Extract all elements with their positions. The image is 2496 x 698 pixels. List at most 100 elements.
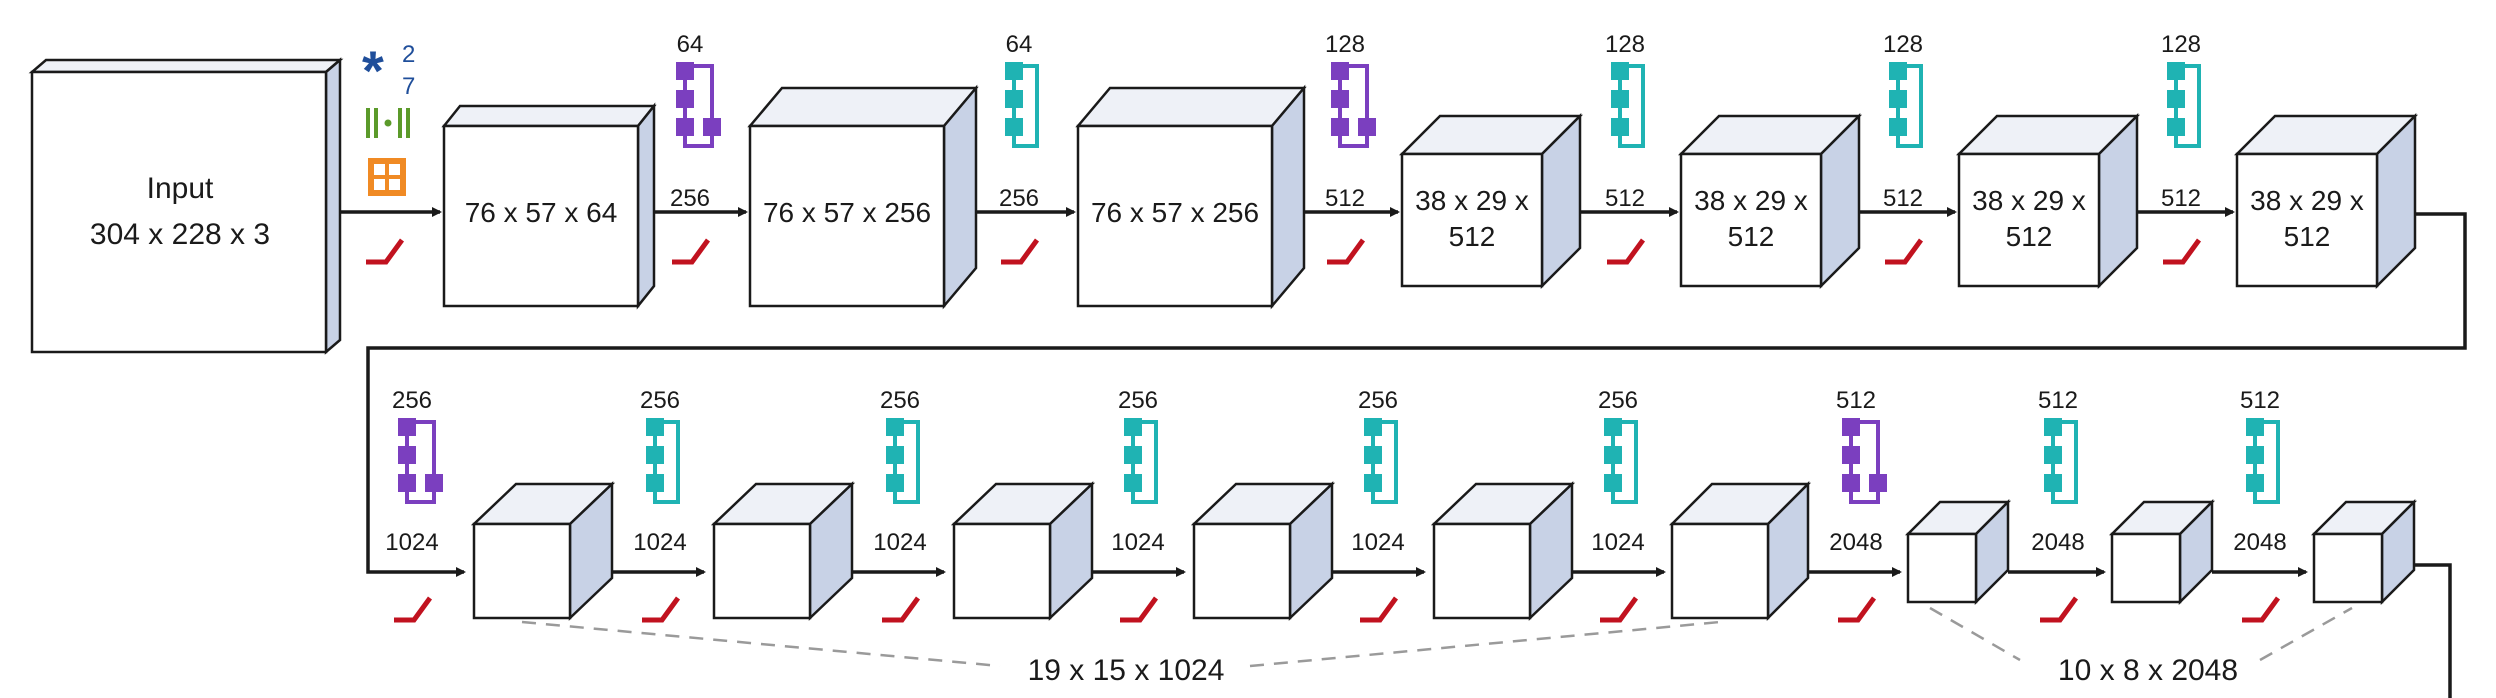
conv-unit-icon (646, 446, 664, 464)
conv-unit-icon (646, 418, 664, 436)
projection-unit-icon (703, 118, 721, 136)
conv-unit-icon (398, 446, 416, 464)
conv-unit-icon (1604, 446, 1622, 464)
conv-unit-icon (1331, 118, 1349, 136)
feature-map-label: 38 x 29 x (1972, 185, 2086, 216)
block-channels-in: 256 (1358, 387, 1398, 414)
relu-icon (2163, 238, 2202, 265)
feature-map-label: 512 (2006, 221, 2053, 252)
skip-connection (1349, 64, 1369, 120)
conv-unit-icon (2167, 118, 2185, 136)
skip-connection (694, 64, 714, 120)
conv-unit-icon (2167, 90, 2185, 108)
flow-lines (330, 207, 2467, 698)
block-channels-out: 1024 (873, 529, 926, 556)
block-channels-in: 512 (1836, 387, 1876, 414)
feature-map-r2-8 (2108, 498, 2216, 606)
skip-merge (405, 492, 436, 504)
feature-map-r2-3 (950, 481, 1096, 621)
conv-unit-icon (1611, 118, 1629, 136)
block-channels-in: 128 (1883, 31, 1923, 58)
input-dimensions: 304 x 228 x 3 (90, 218, 270, 251)
relu-icon (642, 596, 681, 623)
feature-map-r2-7 (1904, 498, 2012, 606)
block-channels-out: 1024 (1351, 529, 1404, 556)
conv-unit-icon (2044, 446, 2062, 464)
conv-unit-icon (1364, 418, 1382, 436)
conv-kernel-subscript: 7 (402, 73, 415, 100)
conv-unit-icon (1124, 474, 1142, 492)
feature-map-label: 76 x 57 x 256 (1091, 197, 1259, 228)
input-label: Input (147, 172, 214, 205)
skip-connection (1618, 64, 1645, 148)
block-channels-out: 1024 (1111, 529, 1164, 556)
conv-unit-icon (398, 418, 416, 436)
block-channels-out: 1024 (385, 529, 438, 556)
conv-unit-icon (1842, 474, 1860, 492)
conv-unit-icon (676, 62, 694, 80)
skip-connection (416, 420, 436, 476)
relu-icon (1838, 596, 1877, 623)
block-channels-in: 512 (2240, 387, 2280, 414)
feature-map-r1-5: 38 x 29 x 512 (1677, 112, 1863, 290)
feature-map-r2-2 (710, 481, 856, 621)
skip-connection (1131, 420, 1158, 504)
conv-icon: * (362, 39, 384, 102)
block-channels-out: 256 (999, 185, 1039, 212)
block-channels-in: 256 (392, 387, 432, 414)
feature-map-label: 76 x 57 x 256 (763, 197, 931, 228)
group-label-10x8x2048: 10 x 8 x 2048 (2058, 654, 2238, 687)
relu-icon (2242, 596, 2281, 623)
relu-icon (2040, 596, 2079, 623)
conv-unit-icon (1331, 62, 1349, 80)
skip-connection (893, 420, 920, 504)
feature-map-label: 512 (1449, 221, 1496, 252)
conv-unit-icon (676, 90, 694, 108)
feature-map-r1-3: 76 x 57 x 256 (1075, 84, 1307, 310)
feature-map-r2-5 (1430, 481, 1576, 621)
pool-icon (368, 158, 406, 196)
conv-unit-icon (1364, 446, 1382, 464)
conv-kernel-superscript: 2 (402, 41, 415, 68)
block-channels-in: 256 (1118, 387, 1158, 414)
block-channels-out: 2048 (2031, 529, 2084, 556)
input-box: Input 304 x 228 x 3 (28, 57, 344, 355)
conv-unit-icon (1889, 62, 1907, 80)
feature-map-label: 38 x 29 x (1694, 185, 1808, 216)
feature-map-label: 512 (1728, 221, 1775, 252)
conv-unit-icon (2246, 418, 2264, 436)
skip-connection (1371, 420, 1398, 504)
feature-map-r1-7: 38 x 29 x 512 (2233, 112, 2419, 290)
block-channels-out: 1024 (633, 529, 686, 556)
block-channels-out: 2048 (1829, 529, 1882, 556)
block-channels-in: 128 (1325, 31, 1365, 58)
conv-unit-icon (1124, 418, 1142, 436)
conv-unit-icon (2044, 474, 2062, 492)
conv-unit-icon (1005, 118, 1023, 136)
skip-connection (2051, 420, 2078, 504)
conv-unit-icon (886, 418, 904, 436)
conv-unit-icon (2246, 474, 2264, 492)
relu-icon (1120, 596, 1159, 623)
block-channels-out: 512 (1605, 185, 1645, 212)
feature-map-r1-4: 38 x 29 x 512 (1398, 112, 1584, 290)
skip-connection (1896, 64, 1923, 148)
projection-unit-icon (1358, 118, 1376, 136)
conv-unit-icon (1842, 446, 1860, 464)
feature-map-r2-4 (1190, 481, 1336, 621)
skip-connection (2253, 420, 2280, 504)
conv-unit-icon (1604, 418, 1622, 436)
block-channels-out: 256 (670, 185, 710, 212)
relu-icon (394, 596, 433, 623)
conv-unit-icon (398, 474, 416, 492)
conv-unit-icon (1842, 418, 1860, 436)
residual-blocks: 6425664256128512128512128512128512256102… (385, 31, 2287, 623)
